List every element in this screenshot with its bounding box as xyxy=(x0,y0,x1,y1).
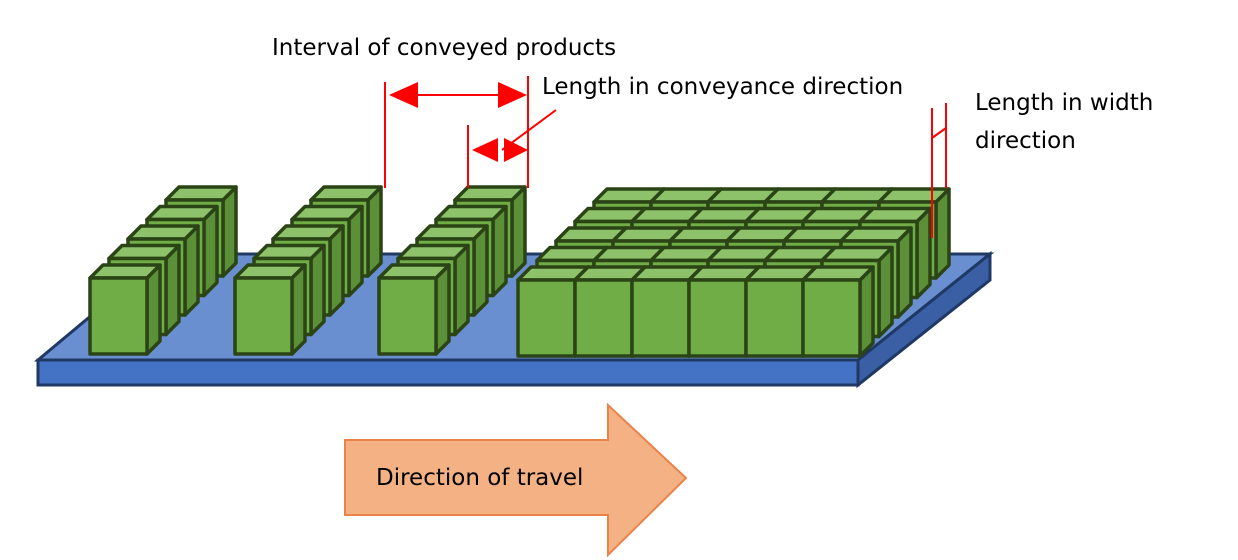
length-leader-line xyxy=(501,109,557,151)
product-box-top xyxy=(415,224,489,241)
product-box-front xyxy=(801,278,862,358)
product-box-top xyxy=(839,226,913,243)
product-box-front xyxy=(233,276,294,356)
product-box-top xyxy=(858,206,932,224)
product-box-front xyxy=(516,278,577,358)
product-box-front xyxy=(687,278,748,358)
product-box-top xyxy=(252,243,326,261)
interval-label: Interval of conveyed products xyxy=(272,35,616,61)
product-box-front xyxy=(573,278,634,358)
product-box xyxy=(233,263,307,356)
product-box-top xyxy=(164,185,238,202)
product-box-top xyxy=(453,185,527,202)
product-box-front xyxy=(88,276,149,356)
travel-arrow-shape xyxy=(344,402,688,558)
product-box-top xyxy=(271,224,345,241)
interval-arrowhead-left xyxy=(389,82,418,108)
product-box-top xyxy=(88,263,162,280)
product-box-top xyxy=(145,204,219,222)
length-arrowhead-right xyxy=(504,138,528,162)
conveyor-side-face xyxy=(856,250,992,389)
product-box-front xyxy=(377,276,438,356)
product-box-top xyxy=(290,204,364,222)
length-width-label-line1: Length in width xyxy=(975,90,1153,116)
conveyor-front-face xyxy=(36,358,860,387)
product-box-top xyxy=(877,187,951,204)
width-connector xyxy=(931,127,947,139)
product-box-top xyxy=(396,243,470,261)
length-width-annotation xyxy=(931,103,947,238)
length-arrowhead-left xyxy=(472,138,498,162)
product-box-top xyxy=(377,263,451,280)
product-box-top xyxy=(309,185,383,202)
direction-of-travel-arrow: Direction of travel xyxy=(344,402,688,558)
length-conveyance-label: Length in conveyance direction xyxy=(542,74,903,100)
product-box xyxy=(377,263,451,356)
product-box-front xyxy=(744,278,805,358)
length-width-label-line2: direction xyxy=(975,128,1076,154)
product-box-top xyxy=(820,245,894,263)
travel-arrow-label: Direction of travel xyxy=(376,465,583,491)
product-box xyxy=(801,265,875,358)
product-box-front xyxy=(630,278,691,358)
conveyed-products xyxy=(88,185,951,358)
product-box-top xyxy=(107,243,181,261)
product-box-top xyxy=(801,265,875,282)
interval-arrowhead-right xyxy=(498,82,527,108)
product-box-top xyxy=(126,224,200,241)
product-box-top xyxy=(434,204,508,222)
interval-annotation xyxy=(384,76,529,188)
length-conveyance-annotation xyxy=(467,109,557,188)
product-box xyxy=(88,263,162,356)
product-box-top xyxy=(233,263,307,280)
